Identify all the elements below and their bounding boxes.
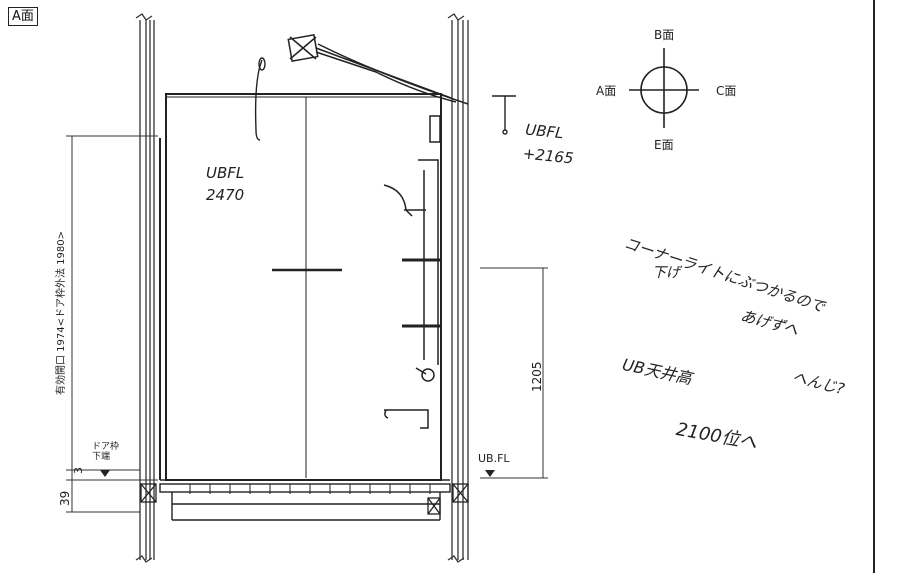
dimension-lines — [66, 135, 548, 513]
dim-3: 3 — [72, 467, 85, 474]
compass-e: E面 — [654, 138, 674, 152]
upper-point-note: UBFL +2165 — [521, 120, 575, 168]
view-tag: A面 — [8, 7, 38, 26]
compass — [629, 48, 699, 128]
opening-dimension: 有効開口 1974<ドア枠外法 1980> — [56, 230, 67, 395]
door-frame-bottom-label: ドア枠 下端 — [92, 442, 120, 462]
compass-b: B面 — [654, 28, 675, 42]
footing-boxes — [140, 483, 469, 515]
note-line-2: 下げ — [652, 265, 680, 281]
leader-lines — [254, 57, 516, 141]
floor-ticks — [189, 484, 431, 494]
shower-fixture — [383, 115, 441, 429]
ceiling-height-note: UBFL 2470 — [206, 164, 245, 204]
bath-unit-outline — [159, 93, 442, 481]
level-markers — [100, 470, 495, 477]
corner-light — [287, 34, 469, 105]
ub-fl-label: UB.FL — [478, 452, 510, 465]
floor-base — [159, 479, 451, 521]
height-1205: 1205 — [530, 361, 544, 392]
compass-c: C面 — [716, 84, 737, 98]
compass-a: A面 — [596, 84, 617, 98]
dim-39: 39 — [58, 490, 72, 506]
right-wall — [447, 13, 469, 563]
